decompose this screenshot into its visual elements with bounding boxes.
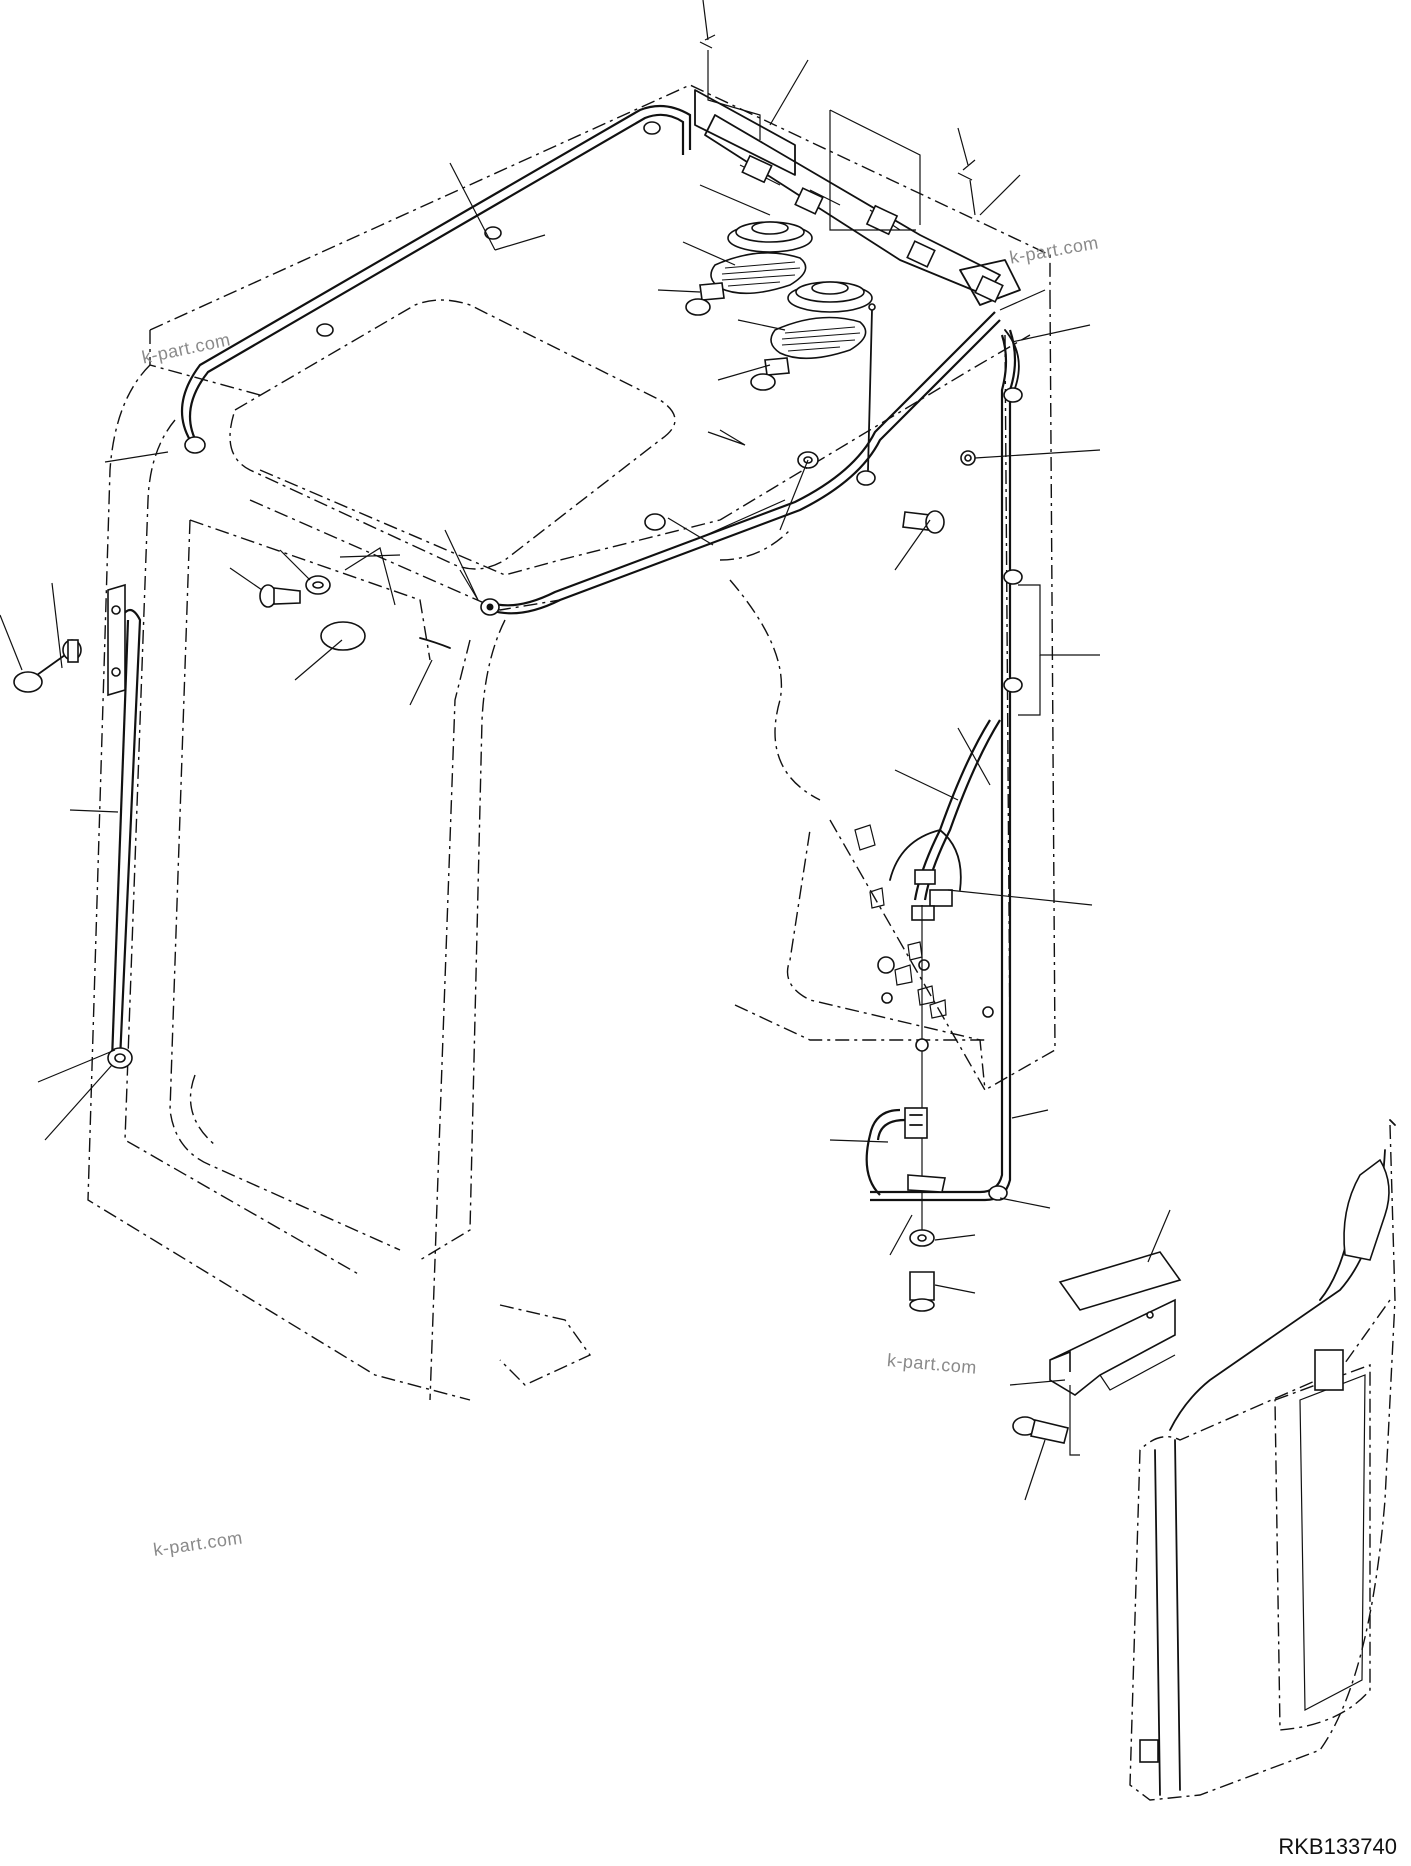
leader-lines [0,0,1171,1501]
speaker-right [787,281,873,313]
drawing-code-label: RKB133740 [1278,1834,1397,1859]
front-bolt [259,584,301,608]
bracket-bolt [1012,1416,1069,1444]
mount-bracket [1049,1298,1176,1396]
lower-bolt [909,1271,935,1312]
roof-connectors [741,154,1004,303]
left-lamp [107,1047,133,1069]
harness-connectors-midwall [889,829,962,921]
wire-harness [110,104,1017,1202]
speaker-left [727,221,813,253]
left-bracket [107,583,126,697]
speaker-grille-left [710,252,807,295]
speaker-screw-2 [750,357,790,391]
harness-clips [184,121,1023,1201]
speaker-grille-right [770,316,867,360]
cover-sheet [1058,1251,1182,1311]
front-cap [320,621,366,651]
side-door-panel [1129,1119,1396,1801]
cab-frame-outline [87,84,1056,1401]
roof-bolt [902,510,945,534]
left-knob [13,639,82,693]
nut [960,450,976,466]
rear-wall-brackets [854,824,994,1019]
speaker-screw-1 [685,282,725,316]
lower-washer [909,1229,935,1247]
lower-lamp-housing [904,1107,946,1193]
antenna [856,303,876,486]
rear-axis-line [915,905,929,1245]
front-clip [480,598,500,616]
front-hose-clip [419,637,451,649]
front-washer [305,575,331,595]
